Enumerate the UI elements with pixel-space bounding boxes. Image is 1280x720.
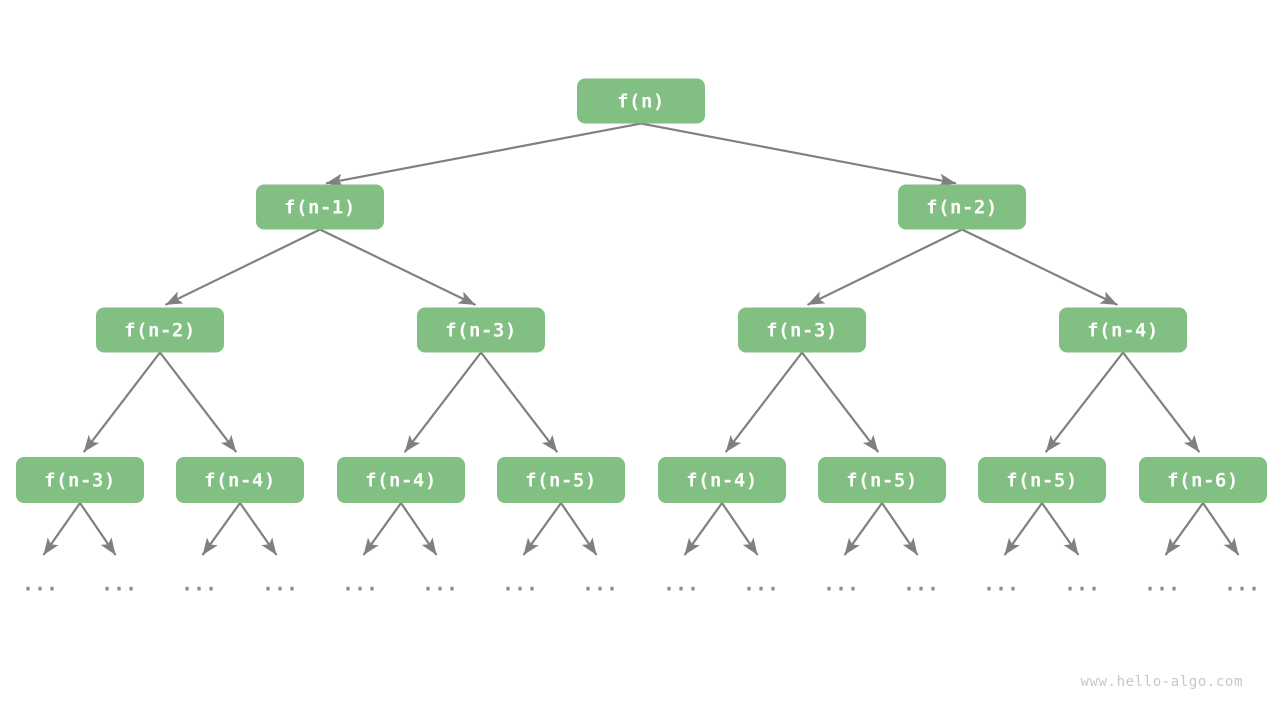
tree-node-label: f(n-2) (124, 320, 196, 342)
tree-node-box (337, 457, 465, 503)
ellipsis-label: ... (1224, 572, 1260, 596)
tree-node[interactable]: f(n-3) (16, 457, 144, 503)
tree-node-box (497, 457, 625, 503)
tree-node[interactable]: f(n-4) (658, 457, 786, 503)
tree-node-label: f(n) (617, 91, 665, 113)
tree-node-label: f(n-5) (525, 470, 597, 492)
tree-edge-stub (1003, 501, 1044, 556)
tree-node-box (818, 457, 946, 503)
tree-node-label: f(n-4) (1087, 320, 1159, 342)
tree-node-box (1059, 307, 1187, 353)
ellipsis-label: ... (983, 572, 1019, 596)
ellipsis-label: ... (823, 572, 859, 596)
tree-edge-stub (1201, 501, 1240, 556)
tree-edge (83, 351, 162, 453)
tree-node-box (96, 307, 224, 353)
ellipsis-label: ... (903, 572, 939, 596)
tree-edge-stub (1040, 501, 1080, 556)
tree-node-box (1139, 457, 1267, 503)
tree-node[interactable]: f(n-5) (497, 457, 625, 503)
tree-edge (318, 228, 476, 306)
tree-edge (639, 122, 957, 187)
tree-edge-stub (683, 501, 724, 556)
tree-node[interactable]: f(n-4) (1059, 307, 1187, 353)
tree-node[interactable]: f(n-6) (1139, 457, 1267, 503)
tree-edge (479, 351, 558, 453)
tree-node[interactable]: f(n-2) (96, 307, 224, 353)
ellipsis-label: ... (181, 572, 217, 596)
tree-node-box (577, 78, 705, 124)
tree-node-box (658, 457, 786, 503)
tree-edge-stub (720, 501, 759, 556)
tree-edge-stub (559, 501, 598, 556)
tree-node-label: f(n-6) (1167, 470, 1239, 492)
tree-edge (960, 228, 1118, 306)
tree-edge-stub (238, 501, 278, 556)
tree-edge-stub (399, 501, 438, 556)
tree-edge (1121, 351, 1200, 453)
tree-node[interactable]: f(n) (577, 78, 705, 124)
tree-node-label: f(n-5) (846, 470, 918, 492)
tree-node-box (898, 184, 1026, 230)
tree-node-box (738, 307, 866, 353)
tree-node-label: f(n-4) (204, 470, 276, 492)
ellipsis-label: ... (101, 572, 137, 596)
tree-edge (1045, 351, 1125, 453)
tree-edge (158, 351, 237, 453)
tree-node[interactable]: f(n-4) (176, 457, 304, 503)
tree-edge-stub (362, 501, 403, 556)
tree-node[interactable]: f(n-5) (978, 457, 1106, 503)
tree-node[interactable]: f(n-3) (738, 307, 866, 353)
tree-edge-stub (843, 501, 884, 556)
tree-node-label: f(n-4) (686, 470, 758, 492)
ellipsis-label: ... (1064, 572, 1100, 596)
edges-layer (83, 122, 1200, 453)
tree-edge (800, 351, 879, 453)
tree-node-label: f(n-5) (1006, 470, 1078, 492)
tree-edge-stub (1164, 501, 1205, 556)
tree-edge-stub (78, 501, 117, 556)
tree-edge (725, 351, 804, 453)
tree-node-box (256, 184, 384, 230)
ellipsis-label: ... (743, 572, 779, 596)
tree-node[interactable]: f(n-2) (898, 184, 1026, 230)
tree-edge-stub (201, 501, 242, 556)
ellipsis-label: ... (262, 572, 298, 596)
ellipsis-label: ... (422, 572, 458, 596)
tree-node-box (978, 457, 1106, 503)
ellipsis-label: ... (1144, 572, 1180, 596)
tree-node[interactable]: f(n-4) (337, 457, 465, 503)
tree-node[interactable]: f(n-3) (417, 307, 545, 353)
ellipsis-layer: ........................................… (22, 572, 1260, 596)
tree-node-box (176, 457, 304, 503)
ellipsis-label: ... (22, 572, 58, 596)
tree-edge-stub (42, 501, 82, 556)
tree-node-label: f(n-3) (44, 470, 116, 492)
ellipsis-label: ... (582, 572, 618, 596)
tree-edge (325, 122, 643, 187)
ellipsis-label: ... (663, 572, 699, 596)
tree-node-label: f(n-2) (926, 197, 998, 219)
tree-node-label: f(n-3) (445, 320, 517, 342)
tree-edge (165, 228, 322, 306)
tree-node-box (417, 307, 545, 353)
tree-node-label: f(n-4) (365, 470, 437, 492)
nodes-layer: f(n) f(n-1) f(n-2) f(n-2) f(n-3) f(n-3) f(n-4)… (16, 78, 1267, 503)
ellipsis-arrows-layer (42, 501, 1240, 556)
tree-node-box (16, 457, 144, 503)
tree-edge-stub (522, 501, 563, 556)
ellipsis-label: ... (502, 572, 538, 596)
tree-node-label: f(n-3) (766, 320, 838, 342)
ellipsis-label: ... (342, 572, 378, 596)
tree-node[interactable]: f(n-5) (818, 457, 946, 503)
tree-edge (807, 228, 964, 306)
tree-node-label: f(n-1) (284, 197, 356, 219)
watermark-label: www.hello-algo.com (1080, 674, 1243, 690)
tree-node[interactable]: f(n-1) (256, 184, 384, 230)
tree-edge-stub (880, 501, 919, 556)
tree-edge (404, 351, 483, 453)
